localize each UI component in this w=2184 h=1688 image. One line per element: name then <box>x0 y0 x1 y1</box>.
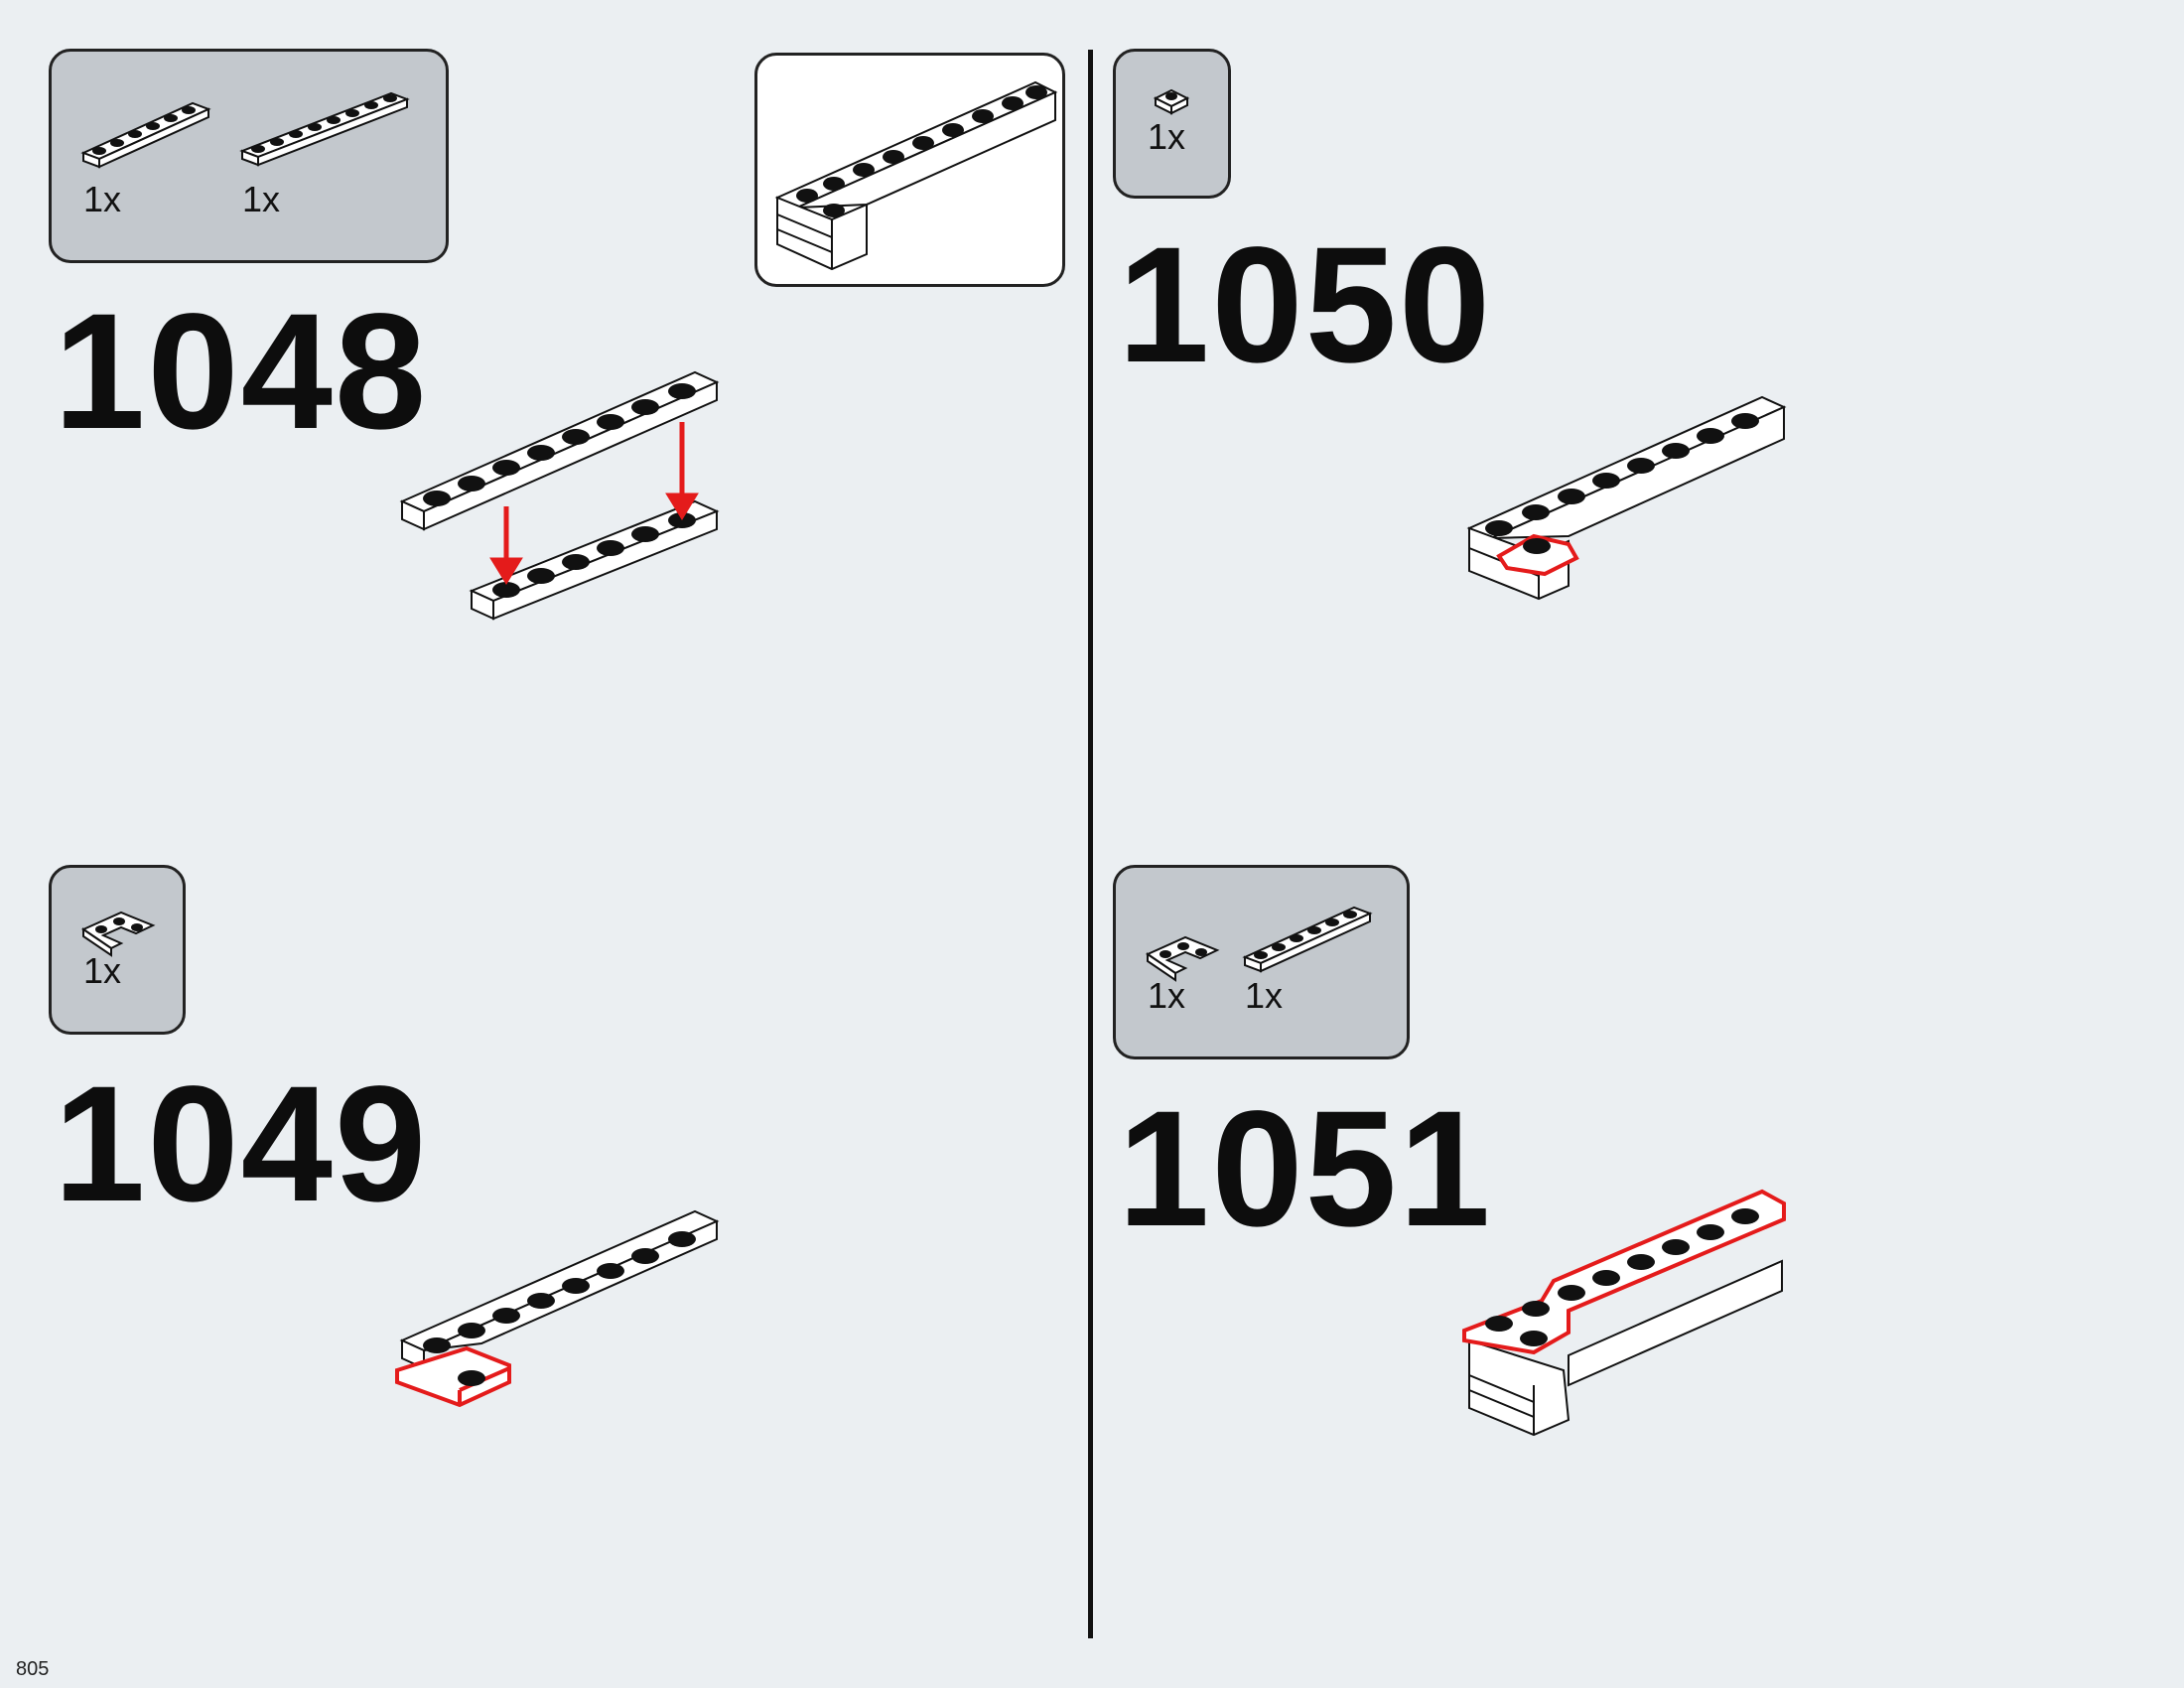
part-quantity: 1x <box>83 950 122 991</box>
part-1x1-plate-icon <box>1153 88 1190 115</box>
parts-list-1050: 1x <box>1113 49 1231 199</box>
subassembly-callout <box>754 53 1065 287</box>
subassembly-callout-icon <box>774 80 1058 271</box>
part-quantity: 1x <box>242 179 281 219</box>
down-arrow-icon <box>489 422 699 585</box>
part-2x2-corner-plate-icon <box>1145 935 1220 982</box>
part-quantity: 1x <box>1148 975 1186 1016</box>
part-quantity: 1x <box>1148 116 1186 157</box>
step-1050-illustration <box>1466 395 1787 601</box>
step-number-1049: 1049 <box>54 1053 429 1236</box>
part-quantity: 1x <box>83 179 122 219</box>
part-2x2-corner-plate-icon <box>80 911 156 957</box>
page-number: 805 <box>16 1658 50 1680</box>
step-number-1051: 1051 <box>1118 1077 1493 1261</box>
step-1048-illustration <box>399 370 720 621</box>
part-1x6-plate-icon <box>1242 906 1373 973</box>
step-1049-illustration <box>395 1209 720 1408</box>
parts-list-1049: 1x <box>49 865 186 1035</box>
step-1051-illustration <box>1462 1189 1786 1437</box>
step-number-1048: 1048 <box>54 280 429 464</box>
part-1x6-plate-icon <box>80 101 211 169</box>
part-1x8-plate-icon <box>239 91 410 167</box>
step-number-1050: 1050 <box>1118 213 1493 397</box>
parts-list-1051: 1x 1x <box>1113 865 1410 1059</box>
column-divider <box>1088 50 1093 1638</box>
parts-list-1048: 1x 1x <box>49 49 449 263</box>
part-quantity: 1x <box>1245 975 1284 1016</box>
